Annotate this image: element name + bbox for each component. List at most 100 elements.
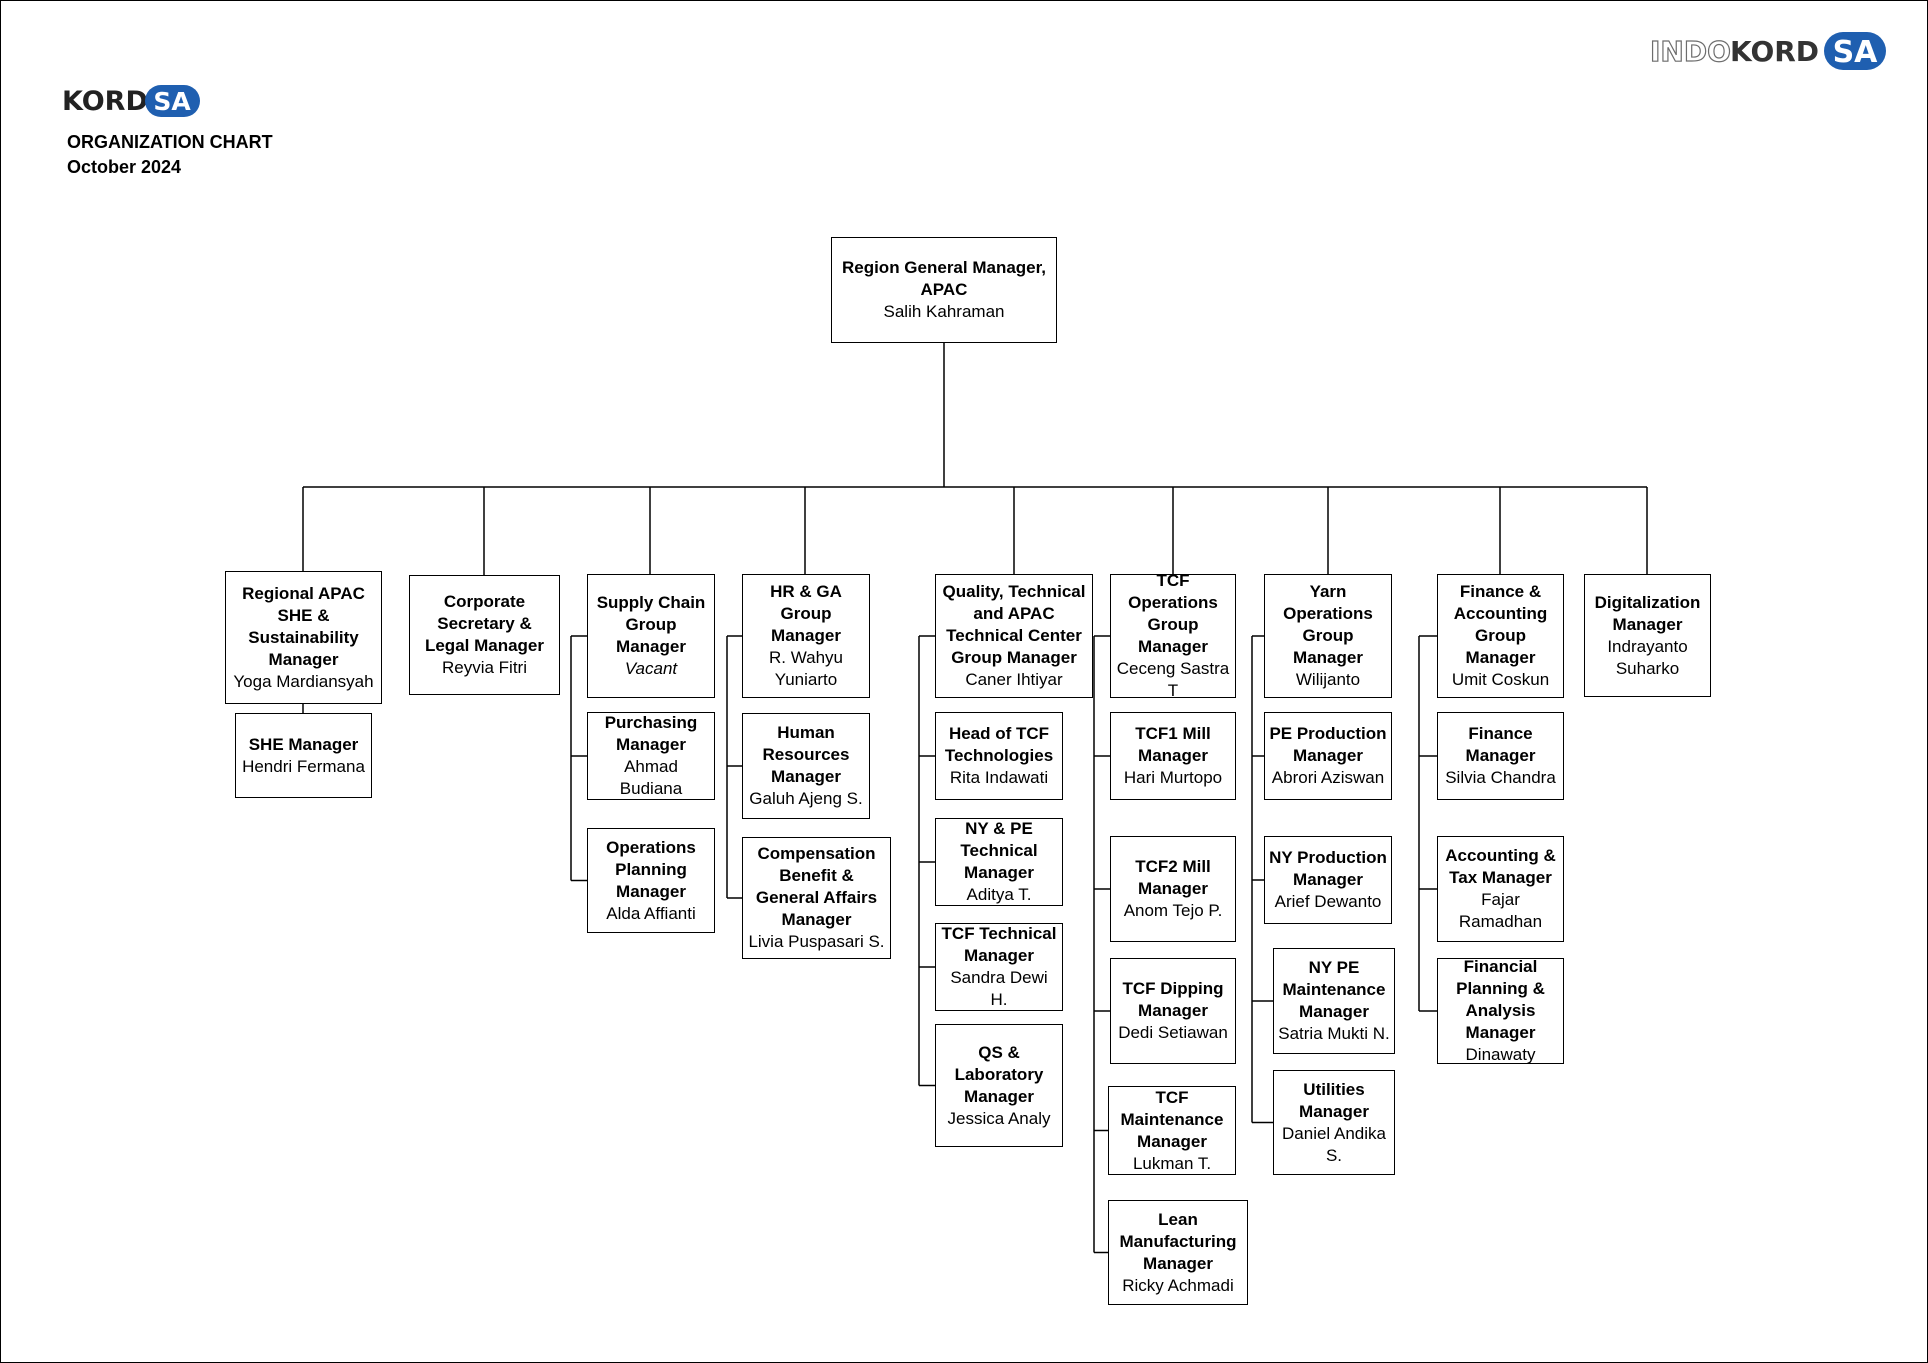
node-role: HR & GA Group Manager [770,582,842,645]
node-person-name: Abrori Aziswan [1271,768,1385,787]
group-head-node: Quality, Technical and APAC Technical Ce… [935,574,1093,698]
report-node: Compensation Benefit & General Affairs M… [742,837,891,959]
node-role: NY Production Manager [1269,848,1387,889]
node-person-name: Ahmad Budiana [619,757,683,798]
node-person-name: Arief Dewanto [1274,892,1382,911]
node-role: Compensation Benefit & General Affairs M… [755,844,878,929]
node-person-name: Galuh Ajeng S. [749,789,863,808]
group-head-node: Regional APAC SHE & Sustainability Manag… [225,571,382,704]
node-person-name: Rita Indawati [949,768,1049,787]
page-date: October 2024 [67,157,182,177]
indokordsa-logo-badge [1824,32,1886,70]
node-role: TCF Dipping Manager [1122,979,1224,1020]
node-role: TCF2 Mill Manager [1135,857,1211,898]
node-role: Digitalization Manager [1594,592,1701,634]
node-person-name: Silvia Chandra [1445,768,1556,787]
indokordsa-logo-bold-text: KORD [1730,35,1819,68]
node-person-name: R. Wahyu Yuniarto [768,648,843,689]
node-role: Purchasing Manager [604,713,698,754]
node-person-name: Reyvia Fitri [441,658,527,677]
page-title: ORGANIZATION CHART [67,132,273,152]
node-role: Supply Chain Group Manager [596,593,706,656]
node-role: Human Resources Manager [762,723,850,786]
node-role: NY & PE Technical Manager [960,819,1038,882]
node-role: Lean Manufacturing Manager [1119,1209,1237,1273]
indokordsa-logo: INDO KORD SA [1649,32,1886,70]
node-role: Region General Manager, APAC [841,258,1047,299]
kordsa-logo: KORD SA [62,85,200,117]
header-block: ORGANIZATION CHART October 2024 [67,130,273,180]
node-person-name: Sandra Dewi H. [950,968,1048,1009]
node-role: Corporate Secretary & Legal Manager [424,592,545,655]
node-person-name: Yoga Mardiansyah [233,671,374,691]
root-node: Region General Manager, APAC Salih Kahram… [831,237,1057,343]
node-role: Operations Planning Manager [606,837,696,901]
node-person-name: Livia Puspasari S. [748,932,885,951]
node-person-name: Anom Tejo P. [1123,901,1223,920]
node-role: Regional APAC SHE & Sustainability Manag… [242,583,365,669]
indokordsa-logo-badge-text: SA [1833,35,1879,70]
node-person-name: Umit Coskun [1451,670,1550,689]
node-person-name: Alda Affianti [606,903,696,923]
node-person-name: Hari Murtopo [1123,768,1223,787]
kordsa-logo-badge [145,85,200,117]
kordsa-logo-text: KORD [62,86,148,117]
node-role: QS & Laboratory Manager [954,1042,1044,1106]
node-person-name: Caner Ihtiyar [965,670,1063,689]
node-person-name: Salih Kahraman [883,302,1005,321]
node-role: Head of TCF Technologies [944,724,1054,765]
node-role: NY PE Maintenance Manager [1282,958,1386,1021]
node-person-name: Dedi Setiawan [1118,1023,1228,1042]
node-person-name: Daniel Andika S. [1282,1123,1386,1165]
node-person-name: Aditya T. [966,885,1032,904]
node-role: PE Production Manager [1269,724,1387,765]
node-person-name: Dinawaty [1465,1045,1536,1064]
node-role: Finance Manager [1465,724,1536,765]
indokordsa-logo-light-text: INDO [1650,35,1731,68]
kordsa-logo-badge-text: SA [153,87,191,116]
node-person-name: Lukman T. [1132,1153,1212,1173]
node-role: TCF1 Mill Manager [1135,724,1211,765]
node-person-name: Vacant [624,659,678,678]
node-role: Accounting & Tax Manager [1445,846,1556,887]
node-person-name: Fajar Ramadhan [1458,890,1543,931]
node-person-name: Wilijanto [1295,670,1361,689]
node-role: TCF Maintenance Manager [1120,1087,1224,1151]
node-person-name: Ceceng Sastra T [1116,659,1230,700]
node-role: SHE Manager [248,734,359,754]
node-role: TCF Operations Group Manager [1128,571,1218,656]
node-person-name: Jessica Analy [947,1108,1051,1128]
node-person-name: Indrayanto Suharko [1607,636,1688,678]
node-person-name: Hendri Fermana [242,756,365,776]
node-role: Yarn Operations Group Manager [1283,582,1373,667]
node-person-name: Ricky Achmadi [1122,1275,1234,1295]
node-role: Utilities Manager [1299,1079,1369,1121]
